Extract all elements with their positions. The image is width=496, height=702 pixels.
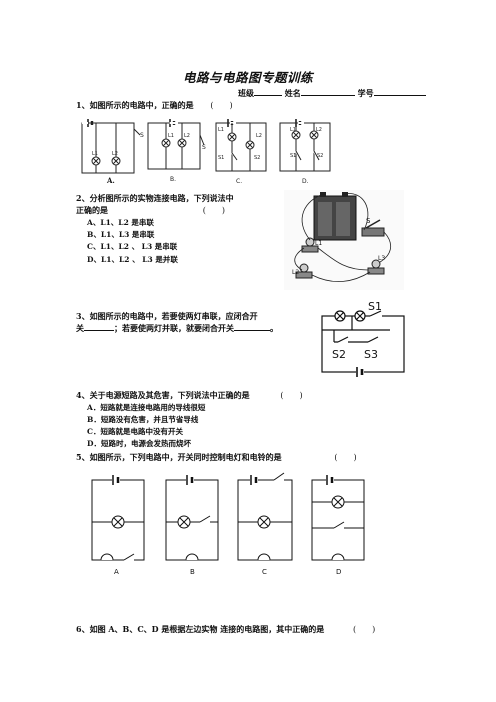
question-4-answer-paren[interactable]: ( ) [280,391,303,400]
fig-a-l1: L1 [92,151,98,157]
question-3-figure: S1 S2 S3 [321,300,405,377]
svg-text:L3: L3 [378,255,385,262]
question-3-line-1: 3、如图所示的电路中，若要使两灯串联，应闭合开 [76,311,258,321]
bulb-l1: L1 [301,237,322,253]
question-1-figure: S L1 L2 L1 L2 S B. L1 L2 S1 S2 C. [81,119,331,185]
svg-text:L1: L1 [290,127,296,133]
question-4: 4、关于电源短路及其危害，下列说法中正确的是 ( ) [76,390,303,400]
svg-text:S: S [202,144,206,151]
circuit-5a: A [91,475,145,576]
q3-s1: S1 [368,300,382,313]
question-1-answer-paren[interactable]: ( ) [210,101,233,110]
svg-text:S1: S1 [290,153,296,159]
question-2-line-2: 正确的是 ( ) [76,205,226,215]
header-info: 班级 姓名 学号 [238,88,426,99]
name-label: 姓名 [284,88,301,98]
name-blank[interactable] [300,95,355,96]
question-2-option-a[interactable]: A、L1、L2 是串联 [87,218,154,227]
fig-a-s: S [140,132,144,139]
q5-label-c: C [262,568,267,576]
q1-label-a: A. [107,176,115,185]
q5-label-d: D [336,568,341,576]
class-label: 班级 [238,88,254,98]
svg-text:L1: L1 [315,240,322,247]
question-6-answer-paren[interactable]: ( ) [353,625,376,634]
q1-label-b: B. [170,176,176,183]
svg-text:S1: S1 [218,155,224,161]
question-5-figure: A B C D [91,472,365,576]
svg-text:S2: S2 [254,155,260,161]
circuit-b: L1 L2 S B. [147,119,206,183]
svg-text:L2: L2 [316,127,322,133]
svg-text:S2: S2 [317,153,323,159]
question-2-physical-circuit-figure: S L1 L2 L3 [284,190,404,290]
question-2-answer-paren[interactable]: ( ) [202,206,226,215]
question-1: 1、如图所示的电路中，正确的是 ( ) [76,100,233,111]
number-blank[interactable] [373,95,426,96]
question-2-option-c[interactable]: C、L1、L2 、 L3 是串联 [87,242,178,251]
svg-text:L1: L1 [168,133,174,139]
circuit-5b: B [165,475,219,576]
svg-text:S: S [366,217,371,225]
svg-text:L2: L2 [256,133,262,139]
number-label: 学号 [357,88,374,98]
question-4-option-b[interactable]: B．短路没有危害，并且节省导线 [87,415,199,424]
q3-s3: S3 [364,348,378,361]
circuit-c: L1 L2 S1 S2 C. [215,119,267,185]
bulb-l3: L3 [367,255,385,275]
question-4-option-c[interactable]: C．短路就是电路中没有开关 [87,427,183,436]
svg-text:L2: L2 [292,269,299,276]
svg-text:L1: L1 [218,127,224,133]
question-5-answer-paren[interactable]: ( ) [334,453,357,462]
q5-label-a: A [114,568,119,576]
circuit-5c: C [237,472,293,576]
q5-label-b: B [190,568,195,576]
question-5: 5、如图所示，下列电路中，开关同时控制电灯和电铃的是 ( ) [76,452,357,462]
question-2-line-1: 2、分析图所示的实物连接电路，下列说法中 [76,193,234,203]
series-switch-blank[interactable] [84,330,114,331]
q1-label-d: D. [302,178,309,185]
question-4-option-a[interactable]: A．短路就是连接电路用的导线很短 [87,403,206,412]
parallel-switch-blank[interactable] [234,330,270,331]
circuit-5d: D [311,475,365,576]
question-2-option-b[interactable]: B、L1、L3 是串联 [87,230,155,239]
circuit-a: S L1 L2 [81,119,144,174]
question-6: 6、如图 A、B、C、D 是根据左边实物 连接的电路图，其中正确的是 ( ) [76,624,376,634]
question-2-option-d[interactable]: D、L1、L2 、 L3 是并联 [87,255,178,264]
circuit-d: L1 L2 S1 S2 D. [279,119,331,185]
q3-s2: S2 [332,348,346,361]
fig-a-l2: L2 [112,151,118,157]
class-blank[interactable] [254,95,282,96]
q1-label-c: C. [236,178,242,185]
question-1-text: 1、如图所示的电路中，正确的是 [76,100,194,110]
page-title: 电路与电路图专题训练 [182,70,313,85]
question-4-option-d[interactable]: D．短路时，电源会发热而烧坏 [87,439,192,448]
svg-text:L2: L2 [184,133,190,139]
battery-pack [313,192,357,241]
question-3-line-2: 关；若要使两灯并联，就要闭合开关。 [76,323,278,333]
